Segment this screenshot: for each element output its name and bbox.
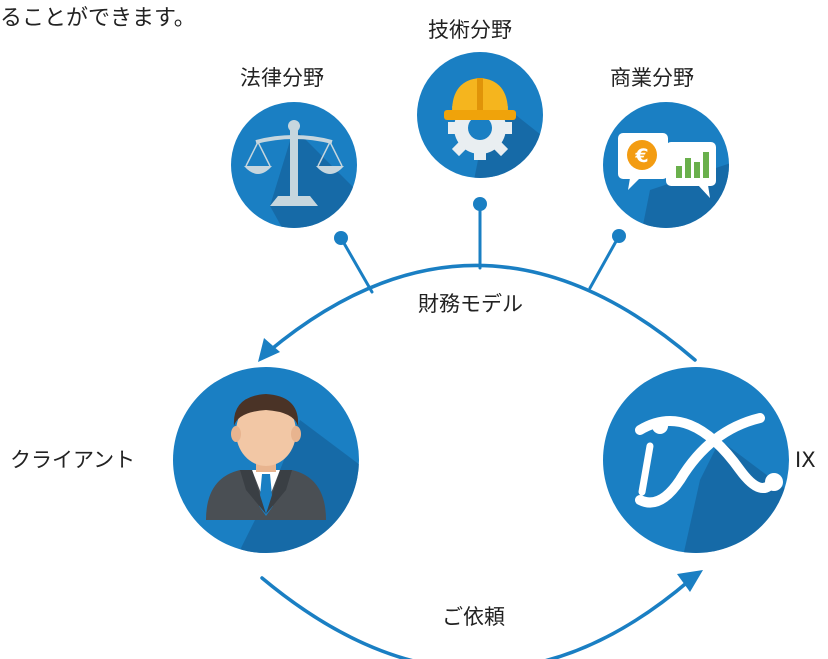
arrow-request [260,570,703,659]
connector-commerce [588,229,626,290]
scales-icon [231,102,357,228]
arrow-financial-model [258,263,697,362]
svg-text:€: € [634,145,648,167]
label-client: クライアント [10,448,136,472]
label-request: ご依頼 [442,605,505,629]
label-tech: 技術分野 [428,18,512,42]
hardhat-gear-icon [417,52,543,178]
intro-text: ることができます。 [0,6,196,31]
label-financial-model: 財務モデル [418,292,523,316]
speech-bubbles-chart-icon: € [603,102,729,228]
businessman-icon [173,367,359,553]
label-legal: 法律分野 [240,66,324,90]
connector-legal [334,231,374,294]
label-commerce: 商業分野 [610,66,694,90]
ix-logo-icon [603,367,789,553]
connector-tech [473,197,487,270]
label-ix: IX [795,448,816,472]
